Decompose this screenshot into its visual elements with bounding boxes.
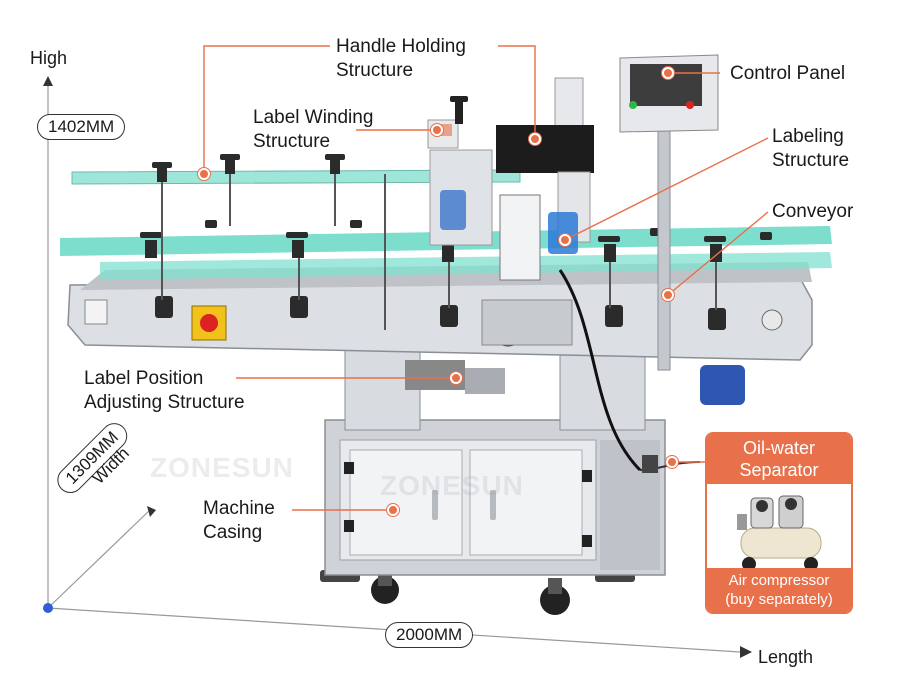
conveyor-roller [761,309,783,331]
callout-label-position-line2: Adjusting Structure [84,392,245,413]
callout-dot-conveyor [662,289,674,301]
callout-conveyor: Conveyor [772,201,854,222]
callout-dot-handle-head [529,133,541,145]
emergency-stop-button [200,314,218,332]
cabinet-door-right [469,449,583,556]
compressor-wheel [742,557,756,571]
callout-label-winding-line2: Structure [253,131,331,152]
label-roll [440,190,466,230]
length-axis-arrow [740,646,752,658]
handle-holding-head [496,125,594,173]
compressor-wheel [804,557,818,571]
height-axis-label: High [30,48,68,68]
watermark: ZONESUN [150,452,294,483]
separator-title: Oil-water Separator [707,434,851,484]
guide-rail-front [100,252,832,280]
callout-dot-separator [666,456,678,468]
callout-control-panel: Control Panel [730,63,846,84]
cabinet-door-left [349,449,463,556]
length-axis-label: Length [758,647,814,667]
length-dimension-badge: 2000MM [385,622,474,648]
motor [700,365,745,405]
callout-dot-control-panel [662,67,674,79]
width-axis-line [47,509,151,609]
axis-origin-dot [43,603,53,613]
callout-dot-labeling [559,234,571,246]
callout-dot-label-position [450,372,462,384]
oil-water-separator-panel: Oil-water Separator Air compressor (buy … [705,432,853,614]
control-panel-pole [657,129,671,371]
adjuster-rods [161,174,717,330]
compressor-tank [740,527,822,559]
compressor-note: Air compressor (buy separately) [707,568,851,612]
callout-machine-casing-line2: Casing [203,522,263,543]
separator-title-line2: Separator [739,460,819,480]
conveyor-end-cap [84,299,108,325]
callout-label-winding-line1: Label Winding [253,107,374,128]
watermark: ZONESUN [380,470,524,501]
air-compressor-image [737,495,822,571]
callout-labeling-line1: Labeling [772,126,844,147]
callout-labeling-line2: Structure [772,150,850,171]
height-axis-arrow [43,76,53,86]
compressor-note-line1: Air compressor [728,572,830,589]
labeling-head [499,194,541,281]
callout-dot-winding [431,124,443,136]
callout-leaders [203,45,769,511]
callout-machine-casing-line1: Machine [203,498,275,519]
callout-dot-casing [387,504,399,516]
callout-handle-holding-line2: Structure [336,60,414,81]
adjuster-knobs [140,154,772,330]
label-bottle [548,212,578,254]
compressor-note-line2: (buy separately) [725,591,833,608]
callout-handle-holding-line1: Handle Holding [336,36,466,57]
callout-label-position-line1: Label Position [84,368,204,389]
top-holding-bar [71,169,521,185]
separator-title-line1: Oil-water [742,438,815,458]
callout-dot-handle [198,168,210,180]
width-axis-arrow [147,506,156,517]
height-dimension-badge: 1402MM [37,114,126,140]
caster-wheel [540,585,570,615]
emergency-stop-base [191,305,227,341]
